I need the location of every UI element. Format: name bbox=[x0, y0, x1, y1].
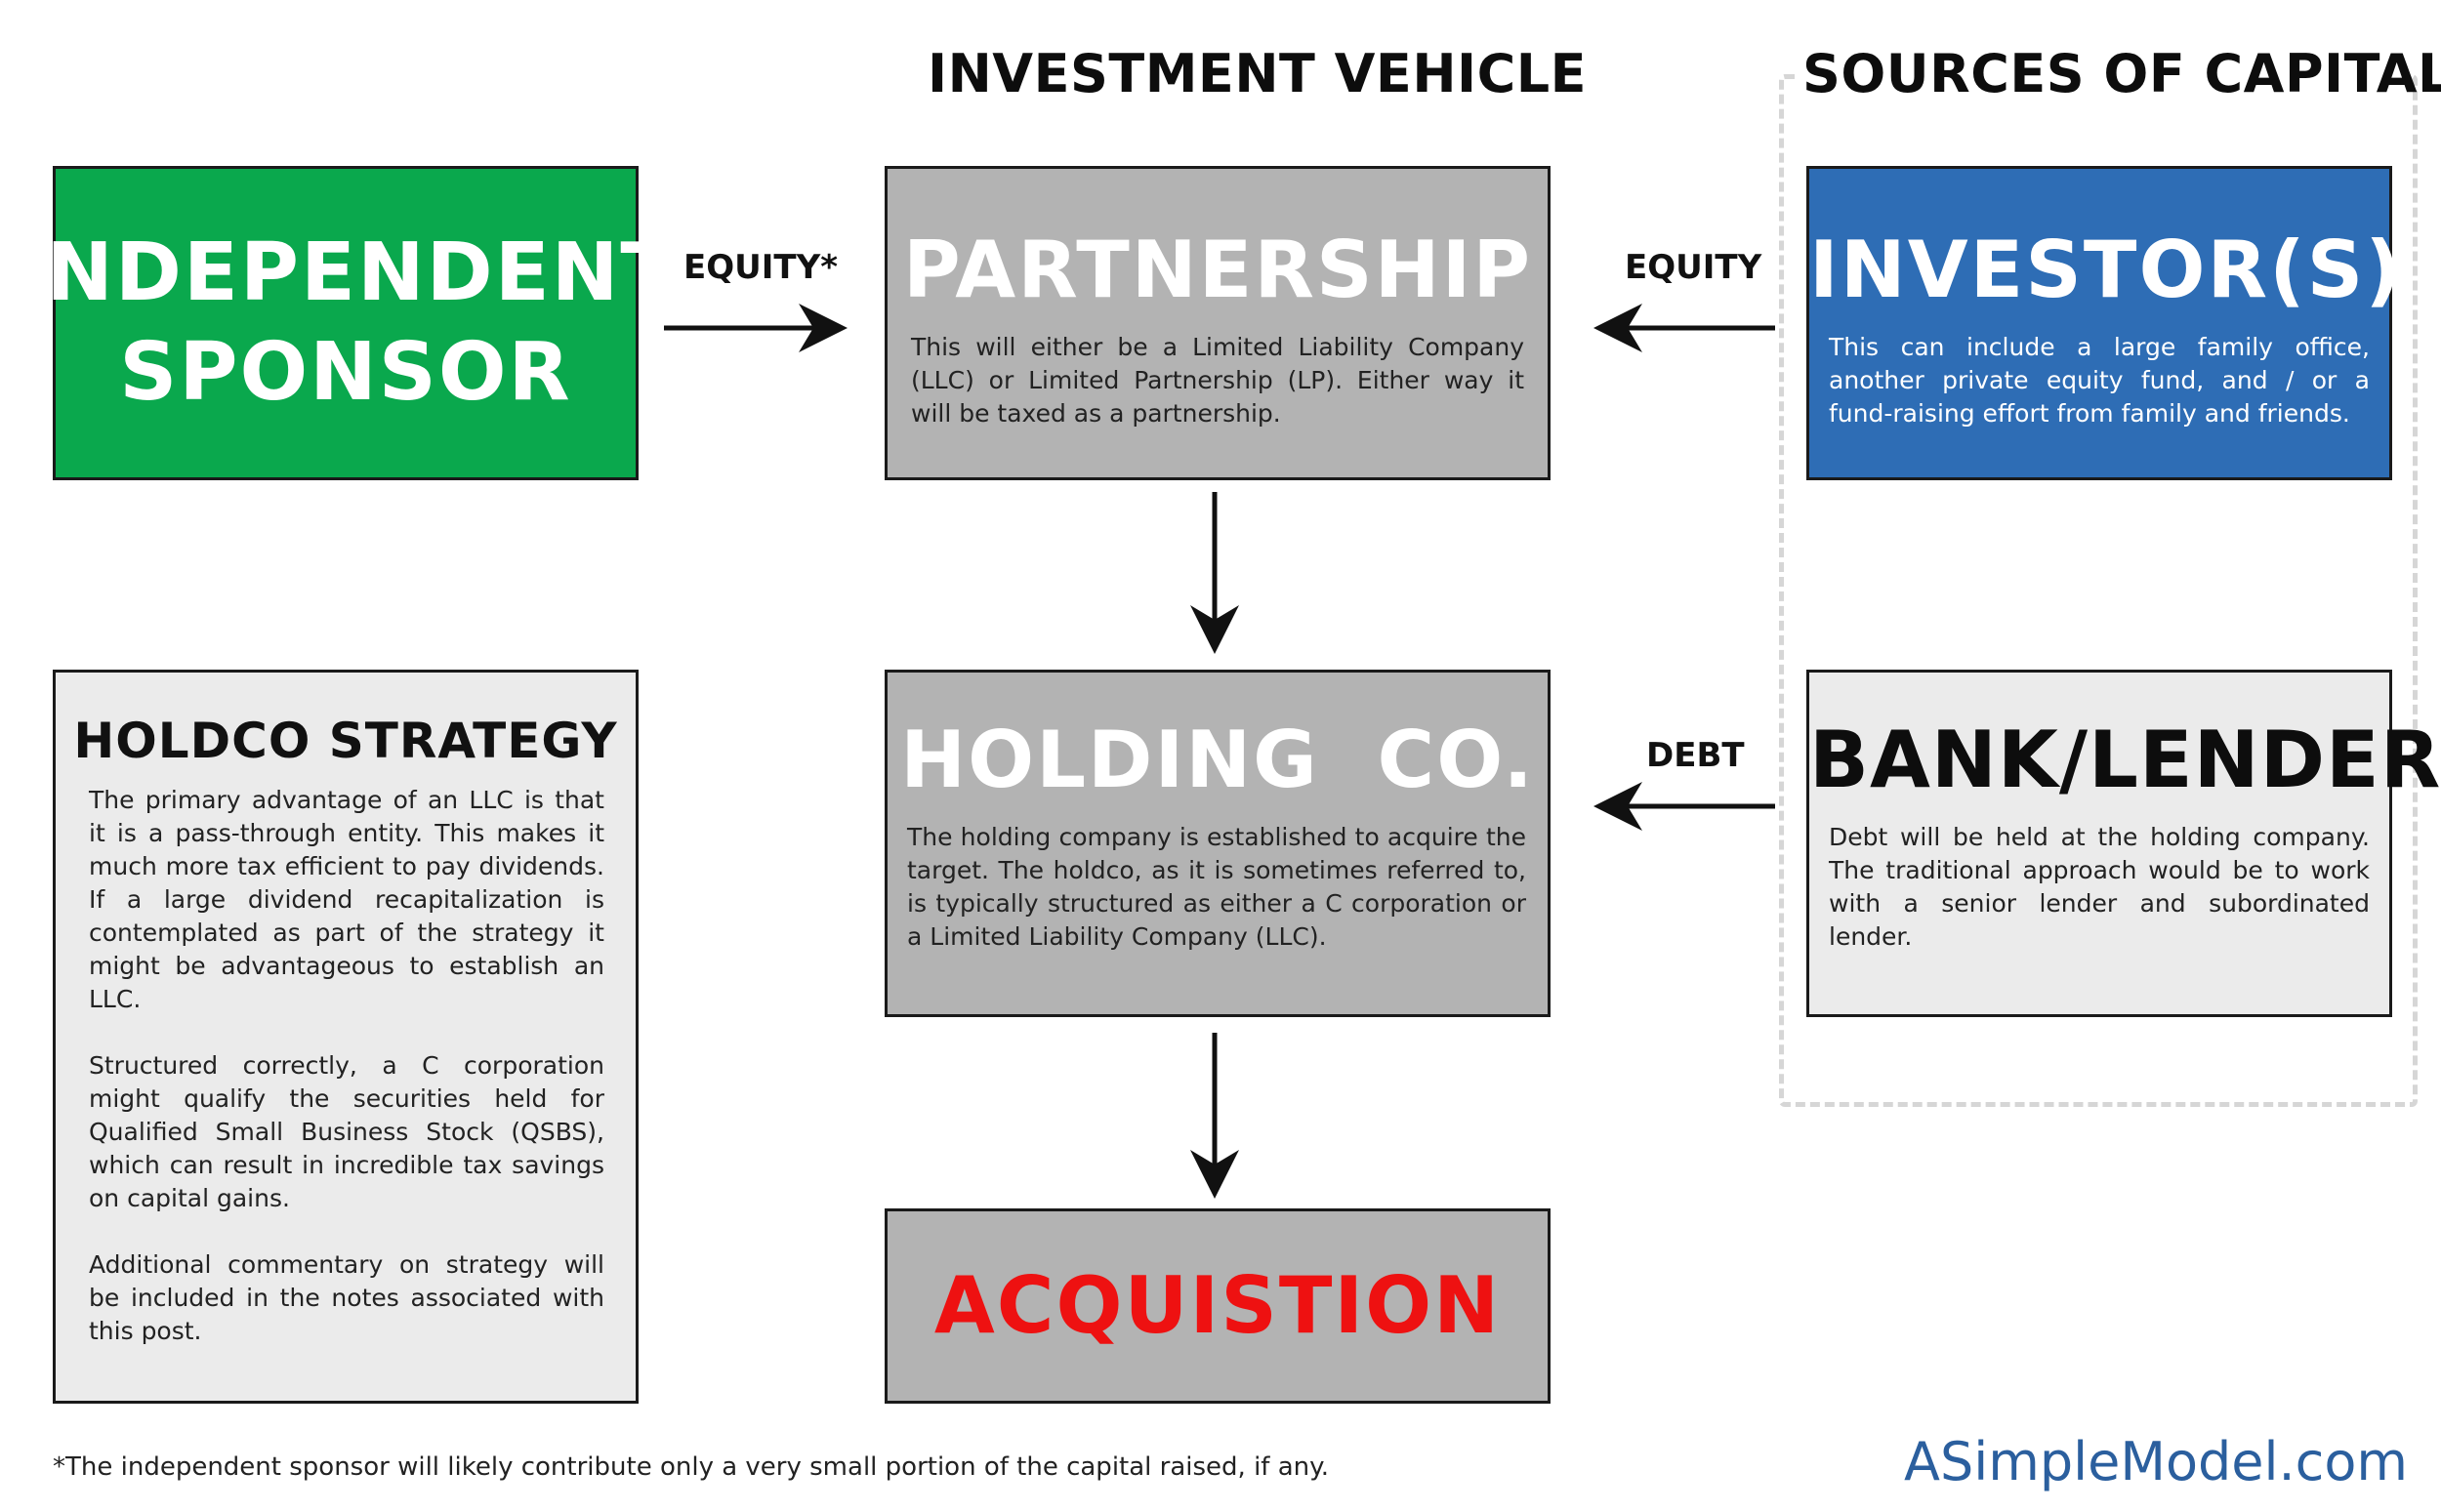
partnership-description: This will either be a Limited Liability … bbox=[911, 333, 1524, 428]
independent-sponsor-box: INDEPENDENT SPONSOR bbox=[15, 166, 675, 480]
partnership-box: PARTNERSHIP This will either be a Limite… bbox=[885, 166, 1551, 480]
footnote: *The independent sponsor will likely con… bbox=[53, 1452, 1330, 1482]
acquisition-box: ACQUISTION bbox=[885, 1208, 1551, 1404]
holdco-strategy-box: HOLDCO STRATEGY The primary advantage of… bbox=[53, 670, 639, 1404]
holdco-strategy-title: HOLDCO STRATEGY bbox=[73, 713, 618, 769]
holding-company-box: HOLDING CO. The holding company is estab… bbox=[885, 670, 1551, 1017]
holdco-strategy-paragraph-2: Structured correctly, a C corporation mi… bbox=[89, 1051, 604, 1212]
lender-debt-label: DEBT bbox=[1646, 736, 1745, 775]
sponsor-equity-label: EQUITY* bbox=[683, 248, 838, 287]
holding-company-description: The holding company is established to ac… bbox=[907, 823, 1526, 951]
sources-of-capital-heading: SOURCES OF CAPITAL bbox=[1802, 43, 2441, 104]
holding-company-title: HOLDING CO. bbox=[900, 715, 1535, 805]
sources-heading-background bbox=[1797, 49, 2402, 107]
investment-vehicle-heading: INVESTMENT VEHICLE bbox=[928, 43, 1588, 104]
acquisition-title: ACQUISTION bbox=[933, 1260, 1502, 1351]
brand-logo-text: ASimpleModel.com bbox=[1904, 1431, 2408, 1492]
investors-description: This can include a large family office, … bbox=[1829, 333, 2370, 428]
independent-sponsor-title: INDEPENDENT SPONSOR bbox=[14, 226, 678, 419]
bank-lender-box: BANK/LENDER Debt will be held at the hol… bbox=[1806, 670, 2441, 1017]
investors-box: INVESTOR(S) This can include a large fam… bbox=[1806, 166, 2403, 480]
partnership-title: PARTNERSHIP bbox=[903, 225, 1532, 315]
bank-lender-title: BANK/LENDER bbox=[1809, 715, 2441, 805]
investors-title: INVESTOR(S) bbox=[1809, 225, 2403, 315]
bank-lender-description: Debt will be held at the holding company… bbox=[1829, 823, 2370, 951]
holdco-strategy-paragraph-1: The primary advantage of an LLC is that … bbox=[89, 786, 604, 1013]
investor-equity-label: EQUITY bbox=[1625, 248, 1762, 287]
holdco-strategy-paragraph-3: Additional commentary on strategy will b… bbox=[89, 1250, 604, 1345]
